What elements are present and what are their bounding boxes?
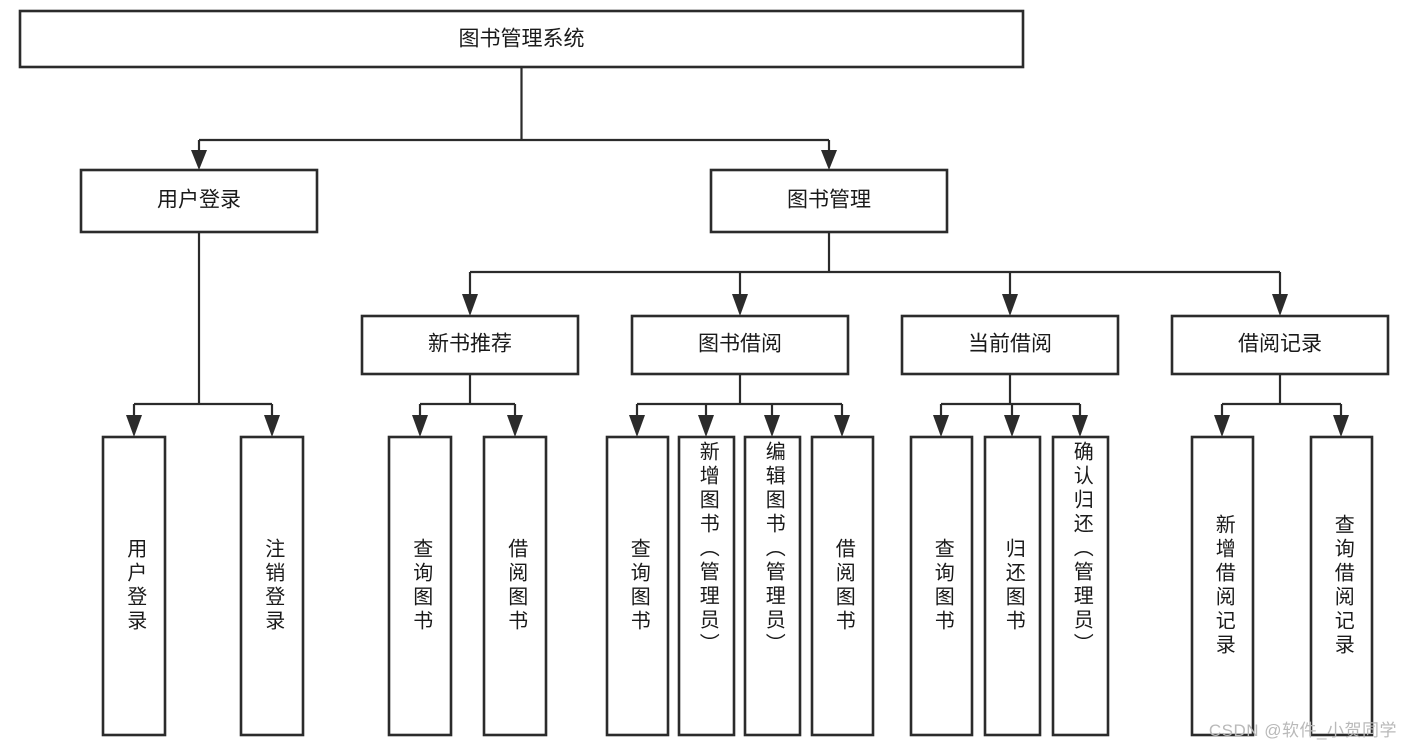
arrow-head-leaf-query-book-cur (933, 415, 949, 437)
node-current-borrow-label: 当前借阅 (968, 333, 1052, 356)
node-leaf-add-book-admin-box[interactable] (677, 435, 736, 737)
arrow-head-new-book-recommend (462, 294, 478, 316)
node-borrow-record-label: 借阅记录 (1238, 333, 1322, 356)
node-user-login-box[interactable] (79, 168, 319, 234)
node-book-manage-box[interactable] (709, 168, 949, 234)
node-book-borrow[interactable]: 图书借阅 (630, 314, 850, 376)
node-book-borrow-box[interactable] (630, 314, 850, 376)
node-leaf-user-login-box[interactable] (101, 435, 167, 737)
node-leaf-edit-book-admin-box[interactable] (743, 435, 802, 737)
arrow-head-leaf-edit-book-admin (764, 415, 780, 437)
arrow-head-book-borrow (732, 294, 748, 316)
node-user-login-label: 用户登录 (157, 189, 241, 212)
connector-group-new-book-recommend (412, 374, 523, 437)
arrow-head-leaf-confirm-return-admin (1072, 415, 1088, 437)
connector-group-book-manage (462, 232, 1288, 316)
node-leaf-borrow-book-box[interactable] (810, 435, 875, 737)
arrow-head-leaf-borrow-book-rec (507, 415, 523, 437)
connector-group-current-borrow (933, 374, 1088, 437)
node-leaf-add-borrow-record-box[interactable] (1190, 435, 1255, 737)
watermark-text: CSDN @软件_小贺同学 (1208, 721, 1397, 740)
node-user-login[interactable]: 用户登录 (79, 168, 319, 234)
arrow-head-leaf-borrow-book (834, 415, 850, 437)
arrow-head-leaf-return-book (1004, 415, 1020, 437)
node-leaf-user-logout-box[interactable] (239, 435, 305, 737)
node-leaf-query-book-cur-box[interactable] (909, 435, 974, 737)
node-root[interactable]: 图书管理系统 (18, 9, 1025, 69)
node-book-borrow-label: 图书借阅 (698, 333, 782, 356)
arrow-head-book-manage (821, 150, 837, 170)
node-leaf-confirm-return-admin-box[interactable] (1051, 435, 1110, 737)
node-leaf-query-book-rec-box[interactable] (387, 435, 453, 737)
arrow-head-leaf-add-borrow-record (1214, 415, 1230, 437)
arrow-head-user-login (191, 150, 207, 170)
connector-group-user-login (126, 232, 280, 437)
arrow-head-leaf-user-login (126, 415, 142, 437)
arrow-head-leaf-query-borrow-record (1333, 415, 1349, 437)
arrow-head-leaf-user-logout (264, 415, 280, 437)
node-borrow-record[interactable]: 借阅记录 (1170, 314, 1390, 376)
node-book-manage[interactable]: 图书管理 (709, 168, 949, 234)
connector-group-book-borrow (629, 374, 850, 437)
node-leaf-borrow-book-rec-box[interactable] (482, 435, 548, 737)
arrow-head-leaf-add-book-admin (698, 415, 714, 437)
leaf-boxes-group (101, 435, 1374, 737)
arrow-head-leaf-query-book-rec (412, 415, 428, 437)
node-new-book-recommend-label: 新书推荐 (428, 333, 512, 356)
node-new-book-recommend[interactable]: 新书推荐 (360, 314, 580, 376)
arrow-head-borrow-record (1272, 294, 1288, 316)
node-current-borrow-box[interactable] (900, 314, 1120, 376)
node-root-box[interactable] (18, 9, 1025, 69)
node-new-book-recommend-box[interactable] (360, 314, 580, 376)
arrow-head-current-borrow (1002, 294, 1018, 316)
arrow-head-leaf-query-book-borrow (629, 415, 645, 437)
node-book-manage-label: 图书管理 (787, 189, 871, 212)
node-leaf-query-book-borrow-box[interactable] (605, 435, 670, 737)
node-root-label: 图书管理系统 (459, 28, 585, 51)
node-borrow-record-box[interactable] (1170, 314, 1390, 376)
connector-group-borrow-record (1214, 374, 1349, 437)
node-leaf-query-borrow-record-box[interactable] (1309, 435, 1374, 737)
node-current-borrow[interactable]: 当前借阅 (900, 314, 1120, 376)
connector-group-root (191, 67, 837, 170)
node-leaf-return-book-box[interactable] (983, 435, 1042, 737)
